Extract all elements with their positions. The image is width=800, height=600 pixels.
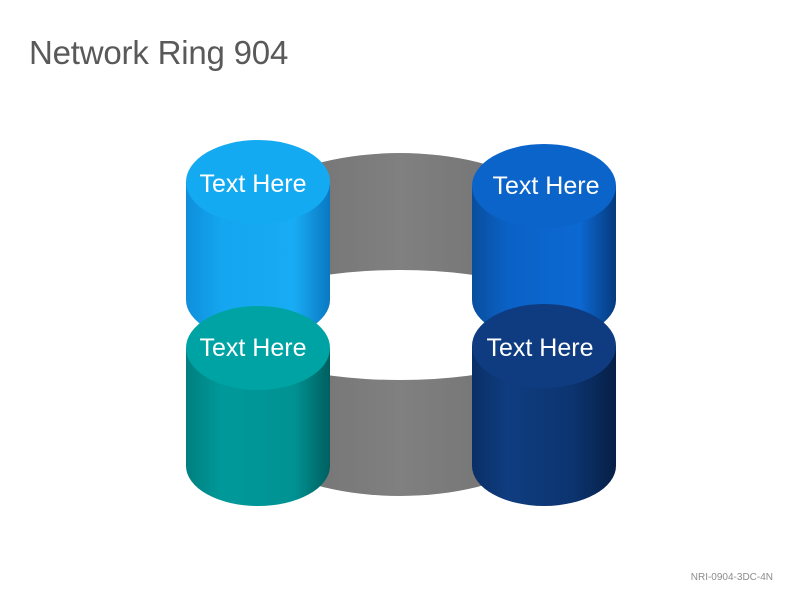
cylinder-top bbox=[472, 304, 616, 388]
cylinder-bottom-left[interactable]: Text Here bbox=[186, 306, 330, 506]
cylinder-top bbox=[472, 144, 616, 228]
cylinder-label-3: Text Here bbox=[200, 334, 307, 362]
cylinder-bottom-right[interactable]: Text Here bbox=[472, 304, 616, 506]
cylinder-body bbox=[186, 182, 330, 340]
cylinder-label-4: Text Here bbox=[487, 334, 594, 362]
cylinder-top-left[interactable]: Text Here bbox=[186, 140, 330, 340]
cylinder-label-2: Text Here bbox=[493, 172, 600, 200]
cylinder-top-right[interactable]: Text Here bbox=[472, 144, 616, 340]
cylinder-top bbox=[186, 306, 330, 390]
page-title: Network Ring 904 bbox=[29, 34, 289, 71]
cylinder-label-1: Text Here bbox=[200, 170, 307, 198]
cylinder-body bbox=[186, 348, 330, 506]
cylinder-body bbox=[472, 346, 616, 506]
cylinder-top bbox=[186, 140, 330, 224]
footer-code: NRI-0904-3DC-4N bbox=[690, 572, 773, 583]
cylinder-body bbox=[472, 186, 616, 340]
